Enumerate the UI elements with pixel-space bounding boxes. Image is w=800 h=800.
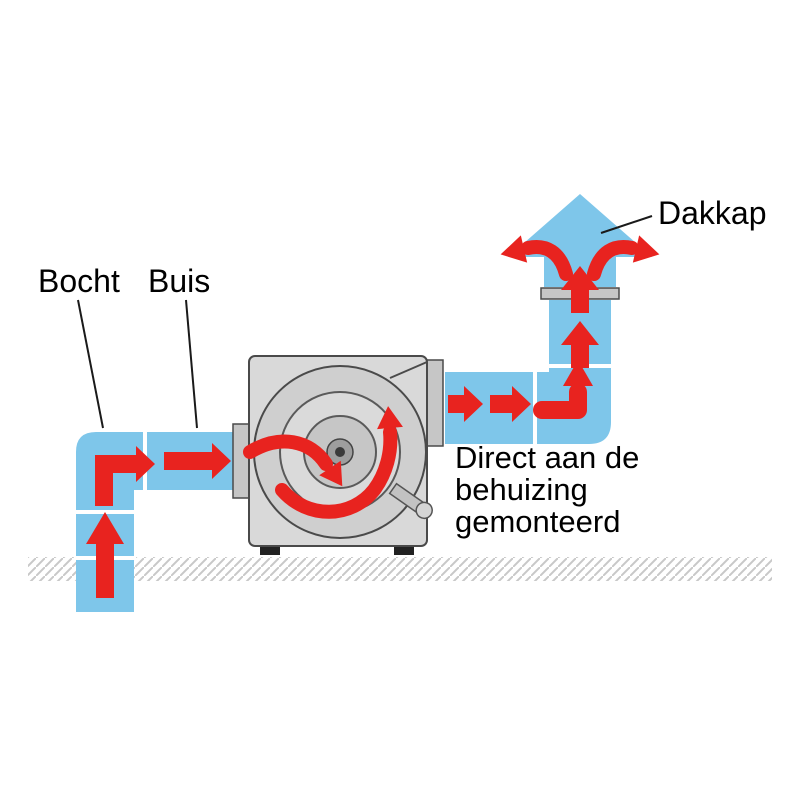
fan-unit	[248, 355, 433, 555]
label-mounted-line1: Direct aan de	[455, 440, 639, 475]
arrowhead-into-fan	[319, 460, 343, 487]
label-mounted-line3: gemonteerd	[455, 504, 620, 539]
fan-foot-right	[394, 546, 414, 555]
arrow-right-outlet-1	[448, 386, 483, 422]
pointer-line-buis	[185, 299, 198, 429]
fan-axle	[335, 447, 345, 457]
arrowhead-around-fan	[377, 406, 403, 430]
label-bocht: Bocht	[38, 263, 120, 299]
arrowhead-cap-right	[632, 235, 660, 263]
label-pointer-lines	[77, 215, 653, 429]
arrow-up-right-pipe-2	[561, 266, 599, 313]
pointer-line-dakkap	[600, 215, 653, 234]
fan-inlet-flange	[232, 423, 250, 499]
fan-foot-left	[260, 546, 280, 555]
fan-volute-line	[389, 361, 428, 379]
airflow-arrows-filled	[86, 235, 660, 598]
arrow-turn-right-in-elbow	[95, 446, 155, 506]
arrow-up-right-pipe-1	[561, 321, 599, 368]
arrow-cap-exhaust-left	[521, 240, 573, 281]
label-buis: Buis	[148, 263, 210, 299]
fan-handle	[388, 482, 433, 520]
arrowhead-elbow-right-up	[563, 360, 593, 386]
fan-outlet-flange	[426, 359, 444, 447]
arrow-right-in-pipe	[164, 443, 231, 479]
arrow-elbow-right-turn-up	[533, 383, 587, 419]
label-mounted-line2: behuizing	[455, 472, 588, 507]
label-mounted-on-housing: Direct aan de behuizing gemonteerd	[455, 440, 639, 539]
arrowhead-cap-left	[500, 235, 528, 263]
arrow-up-bottom-pipe	[86, 512, 124, 598]
label-dakkap: Dakkap	[658, 195, 767, 231]
roof-cap	[508, 194, 652, 287]
airflow-arrows-curved	[243, 240, 639, 519]
ground-hatch	[28, 557, 772, 581]
arrow-right-outlet-2	[490, 386, 531, 422]
arrow-curve-around-fan	[275, 425, 398, 519]
arrow-cap-exhaust-right	[587, 240, 639, 281]
arrow-curve-into-fan	[243, 434, 333, 471]
pointer-line-bocht	[77, 299, 104, 429]
